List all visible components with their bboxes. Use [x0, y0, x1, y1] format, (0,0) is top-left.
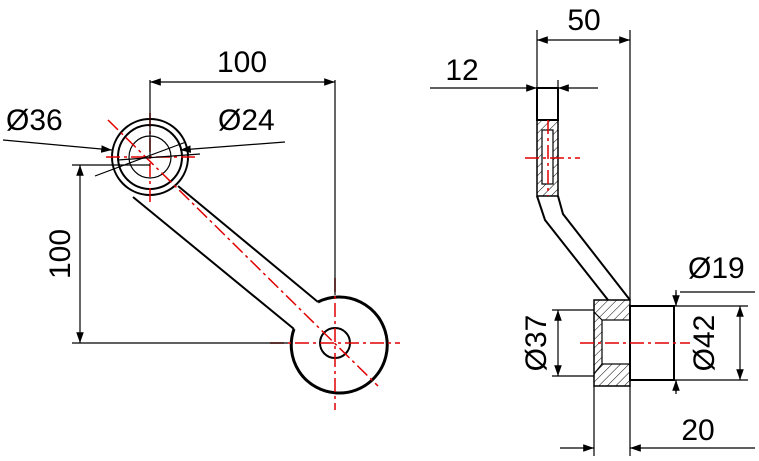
- dim-label-inner-ring: Ø24: [218, 104, 275, 137]
- side-arm-outline: [536, 195, 631, 301]
- dim-label-left: 100: [44, 229, 77, 279]
- dimension-inner-ring: Ø24: [117, 104, 286, 161]
- dimension-boss-outer: Ø42: [674, 305, 748, 381]
- dimension-thickness: 12: [430, 54, 598, 92]
- dimension-boss-inner: Ø37: [520, 309, 594, 377]
- dim-label-boss-length: 20: [681, 414, 714, 447]
- dim-label-thickness: 12: [445, 54, 478, 87]
- dimension-total-width: 50: [536, 4, 631, 300]
- dimension-top-100: 100: [149, 46, 336, 295]
- side-centerlines: [525, 120, 690, 344]
- dimension-bore: Ø19: [672, 252, 755, 394]
- dim-label-total-width: 50: [567, 4, 600, 37]
- dim-label-bore: Ø19: [688, 252, 745, 285]
- spider-arm-outline: [111, 118, 389, 395]
- dim-label-top: 100: [217, 46, 267, 79]
- side-view: 50 12 Ø19 Ø37: [430, 4, 755, 456]
- dimension-left-100: 100: [44, 164, 288, 344]
- dim-label-boss-inner: Ø37: [520, 315, 553, 372]
- dimension-boss-length: 20: [560, 386, 755, 456]
- dim-label-outer-ring: Ø36: [6, 104, 63, 137]
- front-view: 100 100 Ø36 Ø24: [2, 46, 400, 410]
- dim-label-boss-outer: Ø42: [688, 315, 721, 372]
- dimension-outer-ring: Ø36: [2, 104, 187, 177]
